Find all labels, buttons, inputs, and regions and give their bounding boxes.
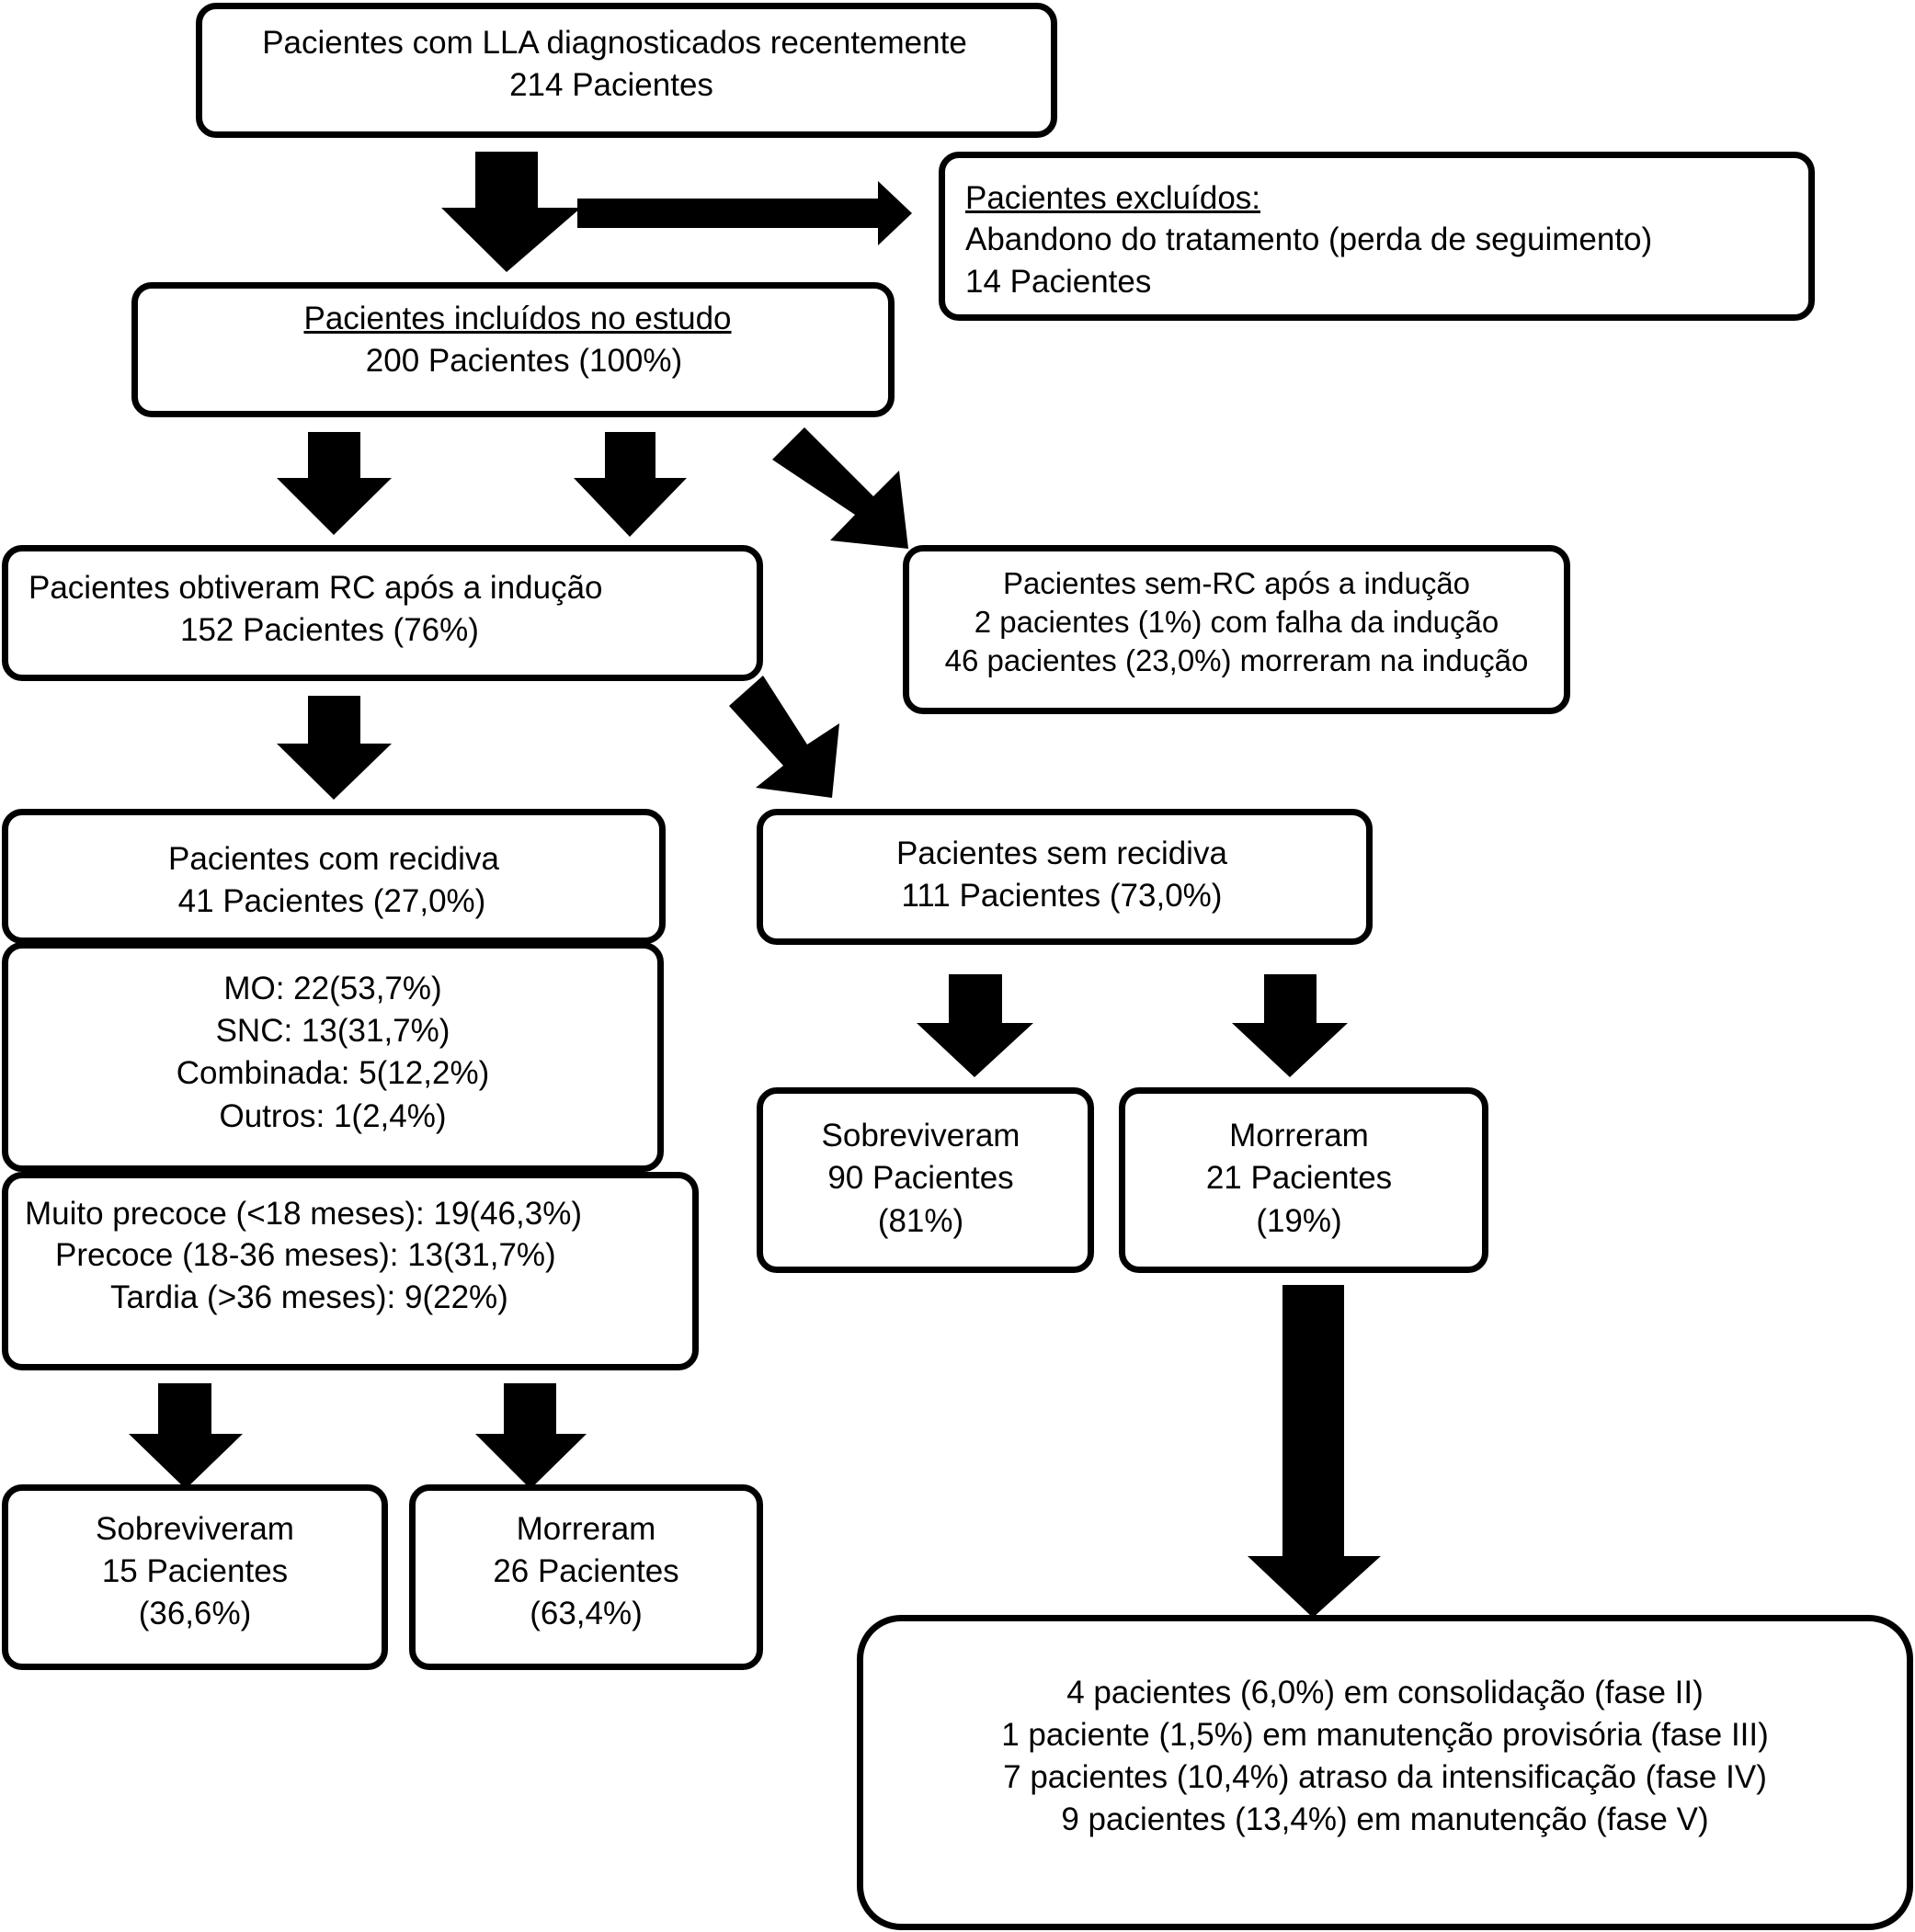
arrow-diagonal xyxy=(772,427,908,549)
arrow-down xyxy=(277,432,392,535)
box-death-phases xyxy=(857,1615,1913,1930)
box-death-phases-line2: 1 paciente (1,5%) em manutenção provisór… xyxy=(1001,1717,1769,1753)
box-relapse-died xyxy=(409,1484,763,1670)
box-death-phases-line4: 9 pacientes (13,4%) em manutenção (fase … xyxy=(1061,1801,1709,1837)
box-no-relapse-survived xyxy=(757,1087,1094,1273)
box-rc-line1: Pacientes obtiveram RC após a indução xyxy=(28,570,603,606)
box-no-relapse-line2: 111 Pacientes (73,0%) xyxy=(901,878,1223,914)
box-relapse-survived xyxy=(2,1484,388,1670)
box-no-relapse-died-line1: Morreram xyxy=(1229,1118,1369,1154)
box-included xyxy=(131,282,895,417)
arrow-down xyxy=(1232,974,1348,1077)
box-relapse-survived-line3: (36,6%) xyxy=(138,1596,252,1631)
box-relapse-site-line1: MO: 22(53,7%) xyxy=(223,971,442,1006)
arrow-right xyxy=(577,181,912,245)
box-no-relapse-line1: Pacientes sem recidiva xyxy=(896,835,1227,871)
box-relapse-site-line4: Outros: 1(2,4%) xyxy=(219,1098,447,1134)
box-no-rc-line2: 2 pacientes (1%) com falha da indução xyxy=(974,605,1499,639)
box-no-rc xyxy=(903,545,1570,714)
box-relapse-time-line3: Tardia (>36 meses): 9(22%) xyxy=(110,1279,508,1315)
box-relapse-survived-line2: 15 Pacientes xyxy=(101,1553,289,1589)
box-excluded-line1: Abandono do tratamento (perda de seguime… xyxy=(965,222,1653,257)
box-relapse-time-line2: Precoce (18-36 meses): 13(31,7%) xyxy=(55,1237,556,1273)
box-relapse-time xyxy=(2,1172,699,1370)
arrow-down xyxy=(277,696,392,800)
box-no-relapse-died-line3: (19%) xyxy=(1256,1203,1342,1239)
box-relapse-time-line1: Muito precoce (<18 meses): 19(46,3%) xyxy=(25,1196,582,1232)
box-no-rc-line1: Pacientes sem-RC após a indução xyxy=(1002,566,1471,600)
box-relapse-site-line3: Combinada: 5(12,2%) xyxy=(176,1055,490,1091)
arrow-down xyxy=(475,1383,587,1489)
box-no-rc-line3: 46 pacientes (23,0%) morreram na indução xyxy=(944,643,1529,677)
box-rc xyxy=(2,545,763,681)
arrow-down xyxy=(441,152,581,272)
box-no-relapse xyxy=(757,809,1373,945)
arrow-down xyxy=(917,974,1033,1077)
arrow-down xyxy=(129,1383,243,1489)
box-included-title: Pacientes incluídos no estudo xyxy=(303,301,732,336)
box-relapse xyxy=(2,809,666,944)
box-no-relapse-died xyxy=(1119,1087,1488,1273)
box-excluded-line2: 14 Pacientes xyxy=(965,264,1152,300)
arrow-down xyxy=(574,432,687,537)
box-relapse-died-line1: Morreram xyxy=(516,1511,656,1547)
box-no-relapse-died-line2: 21 Pacientes xyxy=(1205,1160,1393,1196)
box-relapse-line2: 41 Pacientes (27,0%) xyxy=(177,883,486,919)
box-excluded-title: Pacientes excluídos: xyxy=(965,180,1261,216)
arrow-down xyxy=(1248,1285,1381,1618)
box-no-relapse-survived-line2: 90 Pacientes xyxy=(827,1160,1014,1196)
box-no-relapse-survived-line1: Sobreviveram xyxy=(821,1118,1020,1154)
box-excluded xyxy=(939,152,1815,321)
box-no-relapse-survived-line3: (81%) xyxy=(877,1203,964,1239)
box-included-line1: 200 Pacientes (100%) xyxy=(365,343,683,379)
box-diagnosed-line2: 214 Pacientes xyxy=(509,67,713,103)
box-relapse-died-line2: 26 Pacientes xyxy=(493,1553,679,1589)
box-relapse-survived-line1: Sobreviveram xyxy=(96,1511,294,1547)
box-diagnosed xyxy=(196,3,1057,138)
box-relapse-site xyxy=(2,942,664,1172)
box-relapse-site-line2: SNC: 13(31,7%) xyxy=(215,1013,450,1049)
arrow-diagonal xyxy=(729,676,839,798)
box-relapse-line1: Pacientes com recidiva xyxy=(168,841,499,877)
box-death-phases-line3: 7 pacientes (10,4%) atraso da intensific… xyxy=(1003,1759,1767,1795)
box-rc-line2: 152 Pacientes (76%) xyxy=(180,612,479,648)
box-diagnosed-line1: Pacientes com LLA diagnosticados recente… xyxy=(262,25,967,61)
box-death-phases-line1: 4 pacientes (6,0%) em consolidação (fase… xyxy=(1066,1675,1704,1710)
box-relapse-died-line3: (63,4%) xyxy=(530,1596,643,1631)
